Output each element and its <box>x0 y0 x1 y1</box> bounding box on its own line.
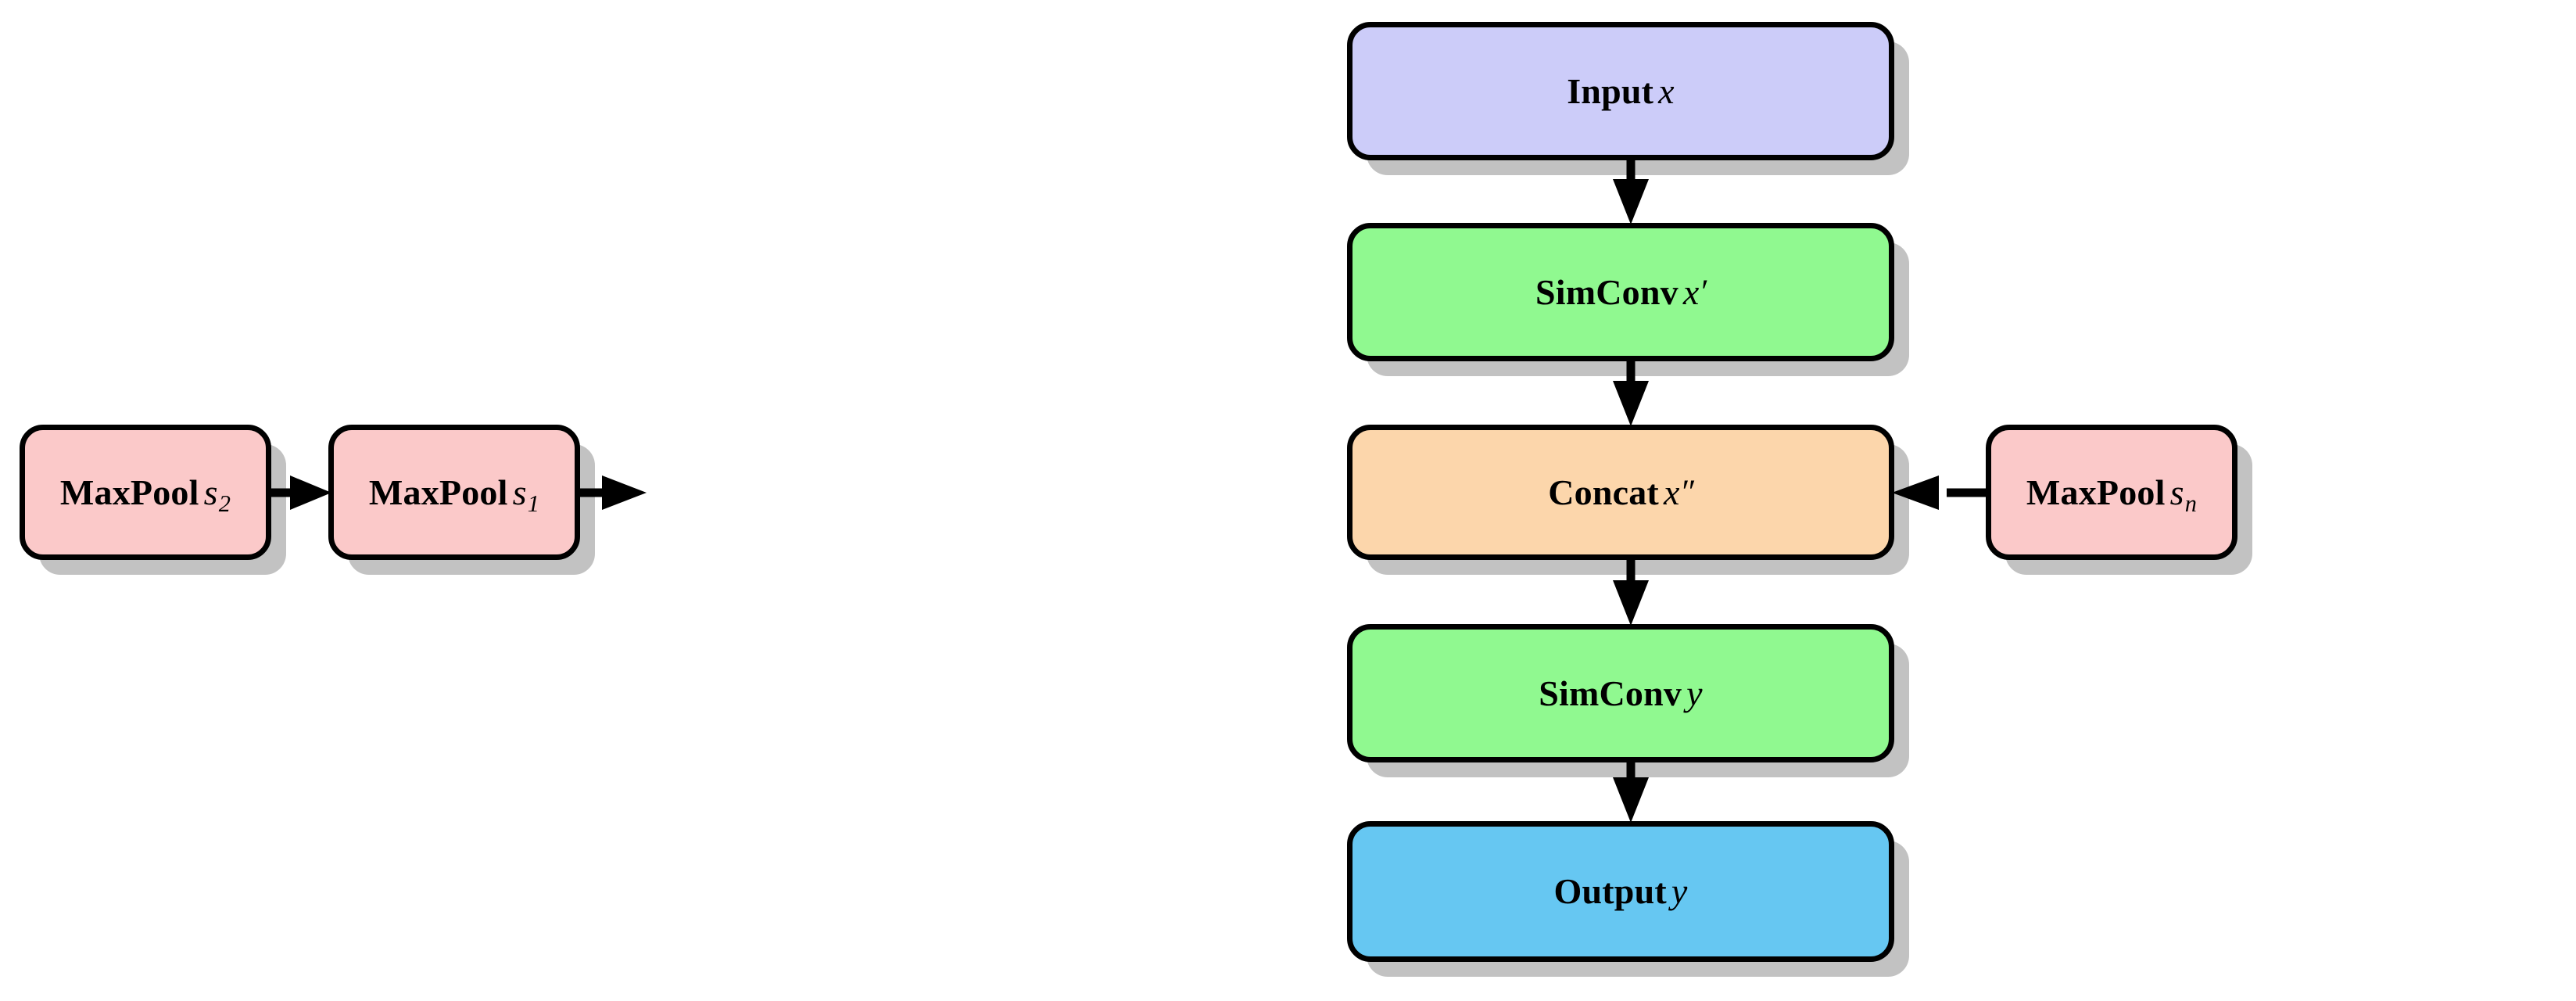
edge-maxpool-s1-to-concat <box>579 465 647 520</box>
maxpool-sn-node-label-text: MaxPool <box>2026 472 2166 512</box>
input-node-label-text: Input <box>1567 70 1654 111</box>
concat-node-label-prime: ″ <box>1679 472 1694 511</box>
simconv-x-node-label-prime: ′ <box>1699 272 1707 310</box>
output-node-label-var: y <box>1671 871 1688 911</box>
maxpool-sn-node-label-var: s <box>2169 472 2184 512</box>
edge-simconv-y-to-output <box>1595 761 1667 824</box>
output-node-label-text: Output <box>1553 871 1667 911</box>
simconv-x-node-label-var: x <box>1682 271 1700 312</box>
input-node-label-var: x <box>1658 70 1675 111</box>
concat-node-label-var: x <box>1663 472 1680 512</box>
edge-simconv-x-to-concat <box>1595 360 1667 428</box>
simconv-x-node-label-text: SimConv <box>1535 271 1679 312</box>
concat-node-label-text: Concat <box>1548 472 1659 512</box>
simconv-y-node-label-text: SimConv <box>1539 673 1682 713</box>
maxpool-s1-node-label-var: s <box>512 472 527 512</box>
edge-input-to-simconv-x <box>1595 159 1667 226</box>
maxpool-sn-node-label-sub: n <box>2184 490 2198 517</box>
edge-maxpool-sn-to-concat <box>1892 465 1989 520</box>
edge-maxpool-s2-to-s1 <box>270 465 332 520</box>
maxpool-s2-node-label-var: s <box>203 472 218 512</box>
maxpool-s2-node-label-text: MaxPool <box>59 472 199 512</box>
maxpool-s2-node-label-sub: 2 <box>218 490 231 517</box>
maxpool-s1-node-label-sub: 1 <box>527 490 540 517</box>
simconv-y-node-label-var: y <box>1686 673 1703 713</box>
edge-concat-to-simconv-y <box>1595 558 1667 627</box>
maxpool-s1-node-label-text: MaxPool <box>368 472 508 512</box>
